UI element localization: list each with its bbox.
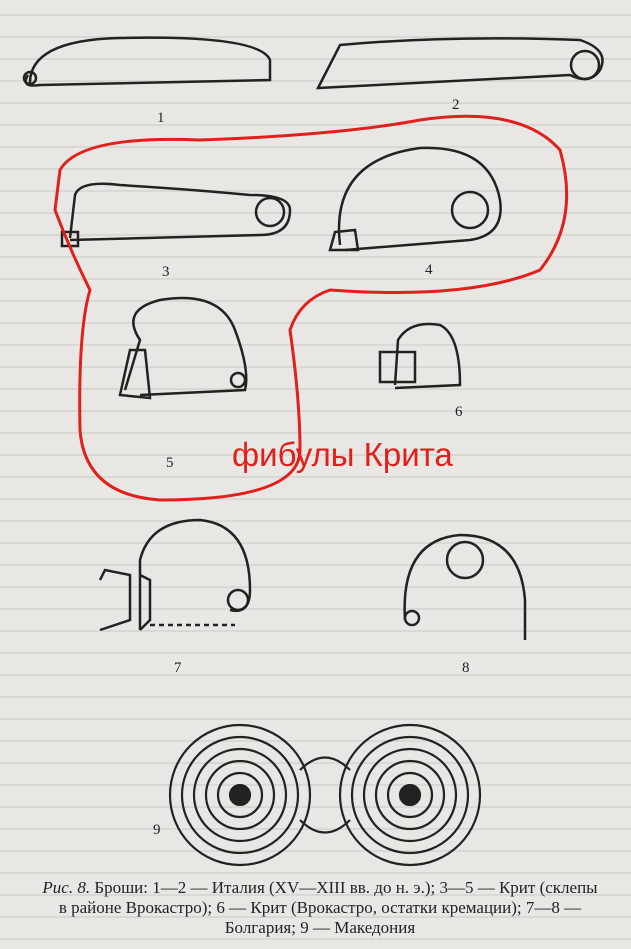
handwritten-annotation: фибулы Крита — [232, 436, 453, 473]
caption-prefix: Рис. 8. — [42, 878, 91, 897]
figure-label-5: 5 — [166, 455, 174, 471]
fibula-7 — [98, 518, 252, 632]
caption-text: Броши: 1—2 — Италия (XV—XIII вв. до н. э… — [58, 878, 598, 937]
fibula-2 — [315, 37, 604, 90]
fibula-6 — [378, 322, 462, 390]
fibula-1 — [22, 36, 272, 87]
annotation-outline — [53, 114, 569, 502]
figure-caption: Рис. 8. Броши: 1—2 — Италия (XV—XIII вв.… — [40, 878, 600, 938]
fibula-5 — [118, 296, 248, 400]
fibula-3 — [60, 182, 292, 248]
fibula-8 — [403, 533, 527, 640]
figure-label-3: 3 — [162, 264, 170, 280]
figure-label-1: 1 — [157, 110, 165, 126]
figure-label-4: 4 — [425, 262, 433, 278]
figure-label-7: 7 — [174, 660, 182, 676]
figure-label-8: 8 — [462, 660, 470, 676]
fibula-4 — [328, 146, 502, 252]
figure-label-2: 2 — [452, 97, 460, 113]
fibula-9 — [168, 723, 482, 867]
figure-label-9: 9 — [153, 822, 161, 838]
figure-label-6: 6 — [455, 404, 463, 420]
